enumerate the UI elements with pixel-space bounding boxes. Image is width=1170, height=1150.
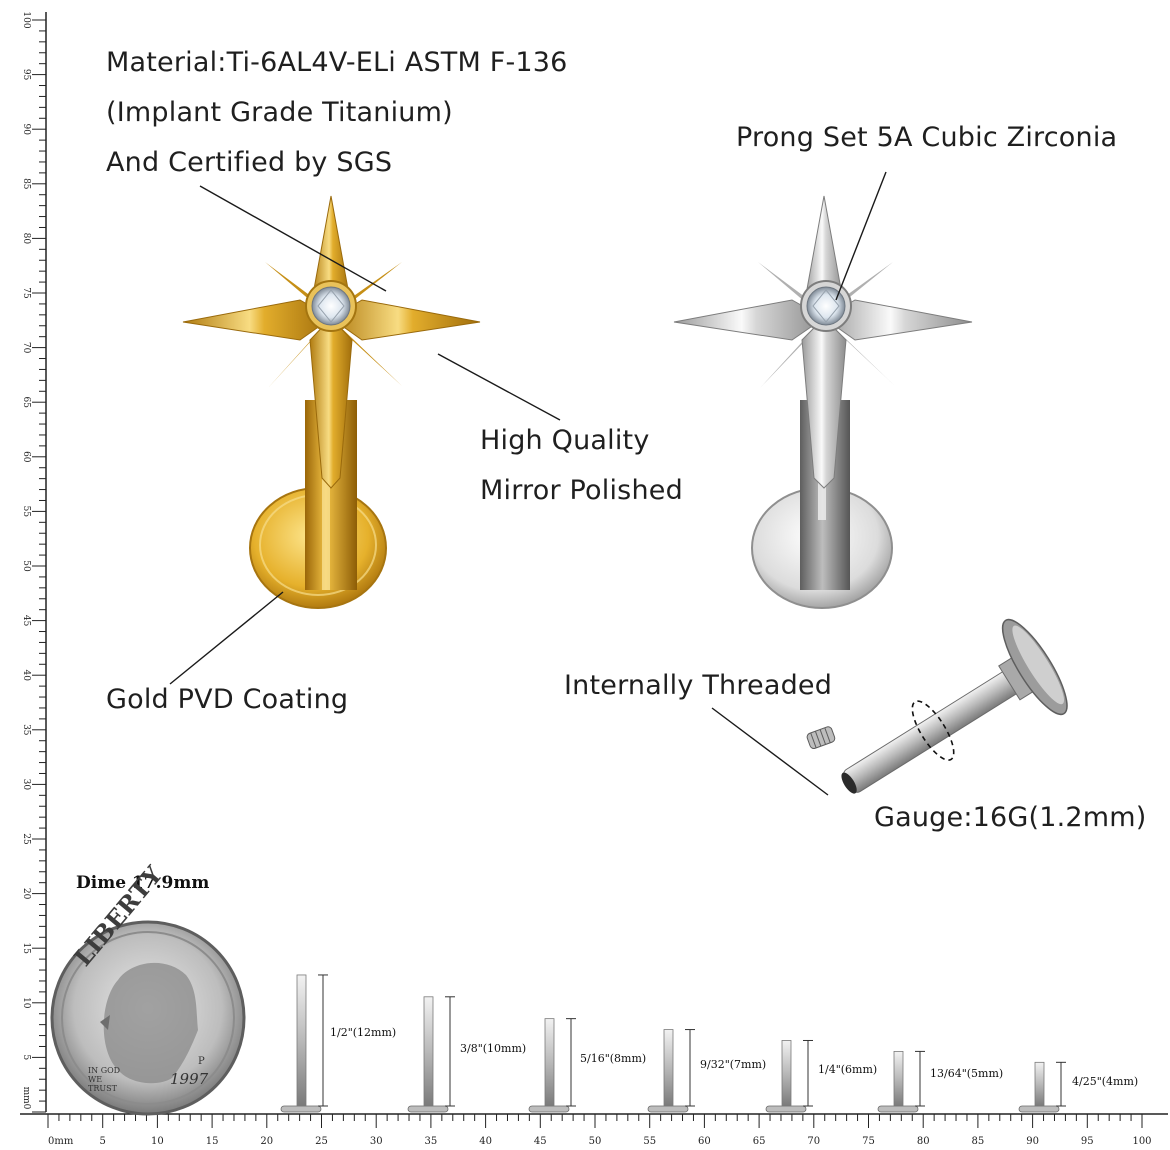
ruler-tick-label: 0mm xyxy=(48,1136,74,1147)
pin-disc xyxy=(407,1105,449,1113)
ruler-tick-label: 100 xyxy=(1132,1136,1151,1147)
pin-size-chart xyxy=(280,974,1066,1113)
ruler-tick-label: 70 xyxy=(807,1136,820,1147)
ruler-tick-label: 10 xyxy=(21,997,31,1009)
gold-star-jewelry xyxy=(182,195,481,609)
vertical-ruler: 100 95 90 85 80 75 70 65 60 55 50 45 40 35 30 25 20 15 10 5… xyxy=(21,11,47,1113)
callout-lines xyxy=(169,171,887,796)
pin-4 xyxy=(647,1029,695,1113)
ruler-tick-label: 65 xyxy=(753,1136,766,1147)
pin-label: 5/16"(8mm) xyxy=(580,1052,647,1065)
labret-post-diagram xyxy=(806,618,1068,794)
ruler-tick-label: 65 xyxy=(21,396,31,408)
ruler-tick-label: 25 xyxy=(315,1136,328,1147)
ruler-tick-label: 45 xyxy=(21,615,31,627)
pin-shaft xyxy=(1034,1061,1045,1107)
ruler-tick-label: 90 xyxy=(21,123,31,135)
ruler-tick-label: 20 xyxy=(260,1136,273,1147)
ruler-tick-label: 95 xyxy=(21,69,31,81)
pin-label: 13/64"(5mm) xyxy=(930,1067,1004,1080)
ruler-tick-label: 15 xyxy=(206,1136,219,1147)
coin-year-text: 1997 xyxy=(170,1070,209,1088)
pin-3 xyxy=(528,1018,576,1113)
silver-star-jewelry xyxy=(673,195,973,609)
ruler-tick-label: 55 xyxy=(643,1136,656,1147)
material-label-line2: (Implant Grade Titanium) xyxy=(106,97,453,128)
pin-label: 3/8"(10mm) xyxy=(460,1042,527,1055)
ruler-tick-label: 85 xyxy=(972,1136,985,1147)
ruler-tick-label: 40 xyxy=(21,669,31,681)
ruler-tick-label: 30 xyxy=(370,1136,383,1147)
ruler-tick-label: 35 xyxy=(21,724,31,736)
dime-coin xyxy=(50,920,246,1116)
ruler-tick-label: 5 xyxy=(100,1136,106,1147)
ruler-tick-label: 60 xyxy=(21,451,31,463)
pin-label: 9/32"(7mm) xyxy=(700,1058,767,1071)
ruler-tick-label: 40 xyxy=(479,1136,492,1147)
material-label-line3: And Certified by SGS xyxy=(106,147,393,178)
ruler-tick-label: 50 xyxy=(21,560,31,572)
ruler-tick-label: 15 xyxy=(21,942,31,954)
pin-label: 4/25"(4mm) xyxy=(1072,1075,1139,1088)
ruler-tick-label: 70 xyxy=(21,342,31,354)
ruler-tick-label: 30 xyxy=(21,779,31,791)
ruler-tick-label: 80 xyxy=(21,233,31,245)
ruler-tick-label: 55 xyxy=(21,506,31,518)
material-label-line1: Material:Ti-6AL4V-ELi ASTM F-136 xyxy=(106,47,568,78)
ruler-tick-label: 95 xyxy=(1081,1136,1094,1147)
pin-shaft xyxy=(544,1018,555,1107)
pin-shaft xyxy=(893,1051,904,1107)
pin-disc xyxy=(280,1105,322,1113)
pin-1 xyxy=(280,974,328,1113)
dime-label: Dime 17.9mm xyxy=(76,873,210,893)
quality-label-line2: Mirror Polished xyxy=(480,475,683,506)
pin-disc xyxy=(765,1105,807,1113)
gauge-label: Gauge:16G(1.2mm) xyxy=(874,802,1147,833)
pin-shaft xyxy=(781,1040,792,1107)
threaded-label: Internally Threaded xyxy=(564,670,833,701)
ruler-tick-label: 10 xyxy=(151,1136,164,1147)
horizontal-ruler: 0mm 5 10 15 20 25 30 35 40 45 50 55 60 65 70 75 80 85 90 95… xyxy=(20,1113,1168,1147)
ruler-tick-label: 35 xyxy=(425,1136,438,1147)
pin-5 xyxy=(765,1039,813,1113)
ruler-tick-label: 75 xyxy=(862,1136,875,1147)
ruler-unit-label: mm0 xyxy=(21,1087,31,1110)
pin-disc xyxy=(647,1105,689,1113)
coin-mint-mark: P xyxy=(198,1056,205,1067)
ruler-tick-label: 80 xyxy=(917,1136,930,1147)
pin-disc xyxy=(528,1105,570,1113)
ruler-tick-label: 85 xyxy=(21,178,31,190)
pin-label: 1/4"(6mm) xyxy=(818,1063,878,1076)
pin-shaft xyxy=(663,1029,674,1107)
ruler-tick-label: 45 xyxy=(534,1136,547,1147)
coin-motto-text: IN GOD WE TRUST xyxy=(88,1066,121,1093)
pin-6 xyxy=(877,1050,925,1113)
pin-disc xyxy=(877,1105,919,1113)
ruler-tick-label: 75 xyxy=(21,287,31,299)
ruler-tick-label: 20 xyxy=(21,888,31,900)
pin-shaft xyxy=(296,974,307,1107)
pin-shaft xyxy=(423,996,434,1107)
pin-2 xyxy=(407,996,455,1113)
quality-label-line1: High Quality xyxy=(480,425,650,456)
ruler-tick-label: 25 xyxy=(21,833,31,845)
pin-disc xyxy=(1018,1105,1060,1113)
prong-label: Prong Set 5A Cubic Zirconia xyxy=(736,122,1118,153)
ruler-tick-label: 50 xyxy=(589,1136,602,1147)
pin-label: 1/2"(12mm) xyxy=(330,1026,397,1039)
coating-label: Gold PVD Coating xyxy=(106,684,349,715)
ruler-tick-label: 90 xyxy=(1026,1136,1039,1147)
ruler-tick-label: 60 xyxy=(698,1136,711,1147)
ruler-tick-label: 100 xyxy=(21,11,31,28)
ruler-tick-label: 5 xyxy=(21,1055,31,1061)
pin-7 xyxy=(1018,1061,1066,1113)
